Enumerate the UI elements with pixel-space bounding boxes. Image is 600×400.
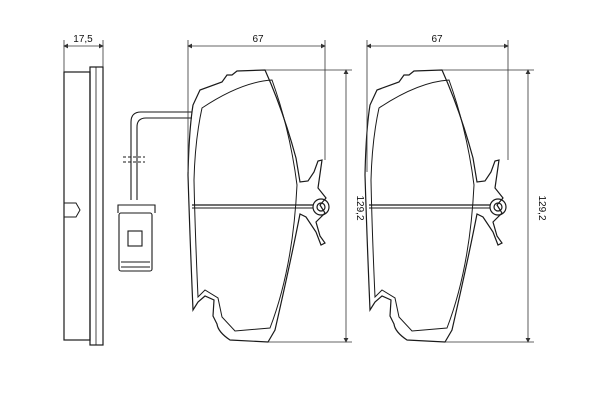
pad-right-dimensions bbox=[366, 40, 534, 343]
sensor-connector-head bbox=[117, 204, 156, 213]
side-thickness-label: 17,5 bbox=[73, 34, 93, 45]
sensor-connector-window bbox=[127, 230, 143, 247]
side-view-friction-layer bbox=[89, 66, 104, 346]
wear-sensor bbox=[117, 111, 192, 272]
pad-outline-right bbox=[364, 69, 504, 343]
side-view-backing-plate bbox=[63, 71, 91, 341]
side-view bbox=[63, 66, 104, 346]
side-thickness-dimension bbox=[63, 40, 104, 72]
side-view-slot-notch bbox=[64, 202, 81, 218]
pad-width-label-right: 67 bbox=[431, 34, 443, 45]
sensor-cable-inner bbox=[136, 117, 192, 200]
friction-material-outline-right bbox=[370, 79, 475, 332]
pad-height-label-left: 129,2 bbox=[354, 195, 365, 220]
friction-material-outline bbox=[193, 79, 298, 332]
spring-clip-eye-outer bbox=[312, 198, 330, 216]
spring-clip-eye-inner-right bbox=[493, 202, 503, 212]
pad-left-dimensions bbox=[187, 40, 352, 343]
pad-width-label-left: 67 bbox=[252, 34, 264, 45]
sensor-connector-body bbox=[118, 212, 153, 272]
pad-height-label-right: 129,2 bbox=[536, 195, 547, 220]
pad-front-view-with-sensor bbox=[187, 69, 330, 343]
pad-front-view bbox=[364, 69, 507, 343]
spring-clip-eye-outer-right bbox=[489, 198, 507, 216]
spring-clip-eye-inner bbox=[316, 202, 326, 212]
pad-outline bbox=[187, 69, 327, 343]
sensor-cable bbox=[130, 111, 192, 200]
